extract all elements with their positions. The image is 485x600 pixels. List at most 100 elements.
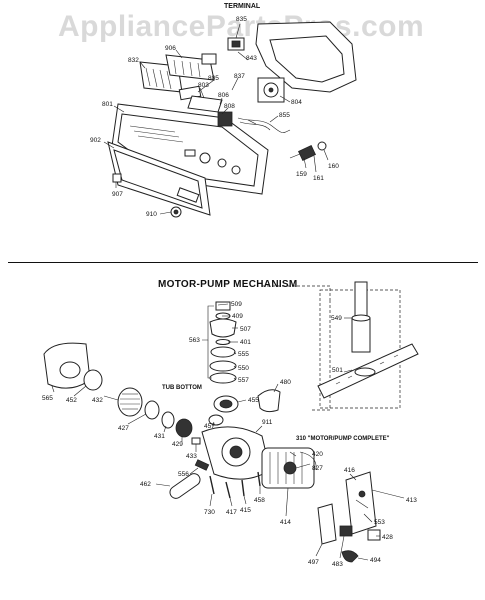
wash-tower-joint — [351, 314, 371, 322]
screw-458 — [257, 471, 261, 487]
tub-bottom-note: TUB BOTTOM — [162, 385, 202, 391]
part-401: 401 — [240, 339, 251, 346]
control-knob — [199, 152, 211, 164]
part-409: 409 — [232, 313, 243, 320]
clip-428 — [367, 529, 381, 541]
door-latch-slot — [176, 187, 200, 203]
control-knob-small — [217, 158, 227, 168]
control-panel-assembly — [107, 21, 357, 218]
small-switch — [201, 53, 217, 65]
part-457: 457 — [204, 423, 215, 430]
pump-top-455-inner — [219, 399, 233, 409]
part-910: 910 — [146, 211, 157, 218]
part-429: 429 — [172, 441, 183, 448]
gasket-555 — [210, 346, 236, 358]
part-804: 804 — [291, 99, 302, 106]
clamp-ring-452 — [83, 369, 103, 391]
seal-457 — [208, 414, 224, 426]
bracket-497 — [317, 503, 337, 545]
part-507: 507 — [240, 326, 251, 333]
part-501: 501 — [332, 367, 343, 374]
impeller-429 — [175, 418, 193, 438]
part-417: 417 — [226, 509, 237, 516]
part-808: 808 — [224, 103, 235, 110]
impeller-cover-507 — [209, 318, 237, 338]
pump-volute-hub — [229, 445, 243, 459]
screw-730 — [209, 475, 215, 495]
seal-427 — [144, 400, 160, 420]
part-553: 553 — [374, 519, 385, 526]
wire-harness-lead — [239, 121, 271, 131]
grommet-483 — [339, 525, 353, 537]
part-462: 462 — [140, 481, 151, 488]
indicator-window — [184, 149, 196, 157]
part-458: 458 — [254, 497, 265, 504]
part-906: 906 — [165, 45, 176, 52]
part-855: 855 — [279, 112, 290, 119]
part-556: 556 — [178, 471, 189, 478]
part-832: 832 — [128, 57, 139, 64]
part-730: 730 — [204, 509, 215, 516]
door-switch — [298, 144, 316, 162]
motor-lead — [299, 451, 317, 471]
clip-907 — [112, 173, 122, 183]
terminal-block-pin — [231, 40, 241, 48]
bracket-bolt — [358, 490, 366, 498]
part-563: 563 — [189, 337, 200, 344]
part-803: 803 — [198, 82, 209, 89]
part-497: 497 — [308, 559, 319, 566]
part-161: 161 — [313, 175, 324, 182]
timer-housing-inner — [269, 35, 345, 83]
top-leader-lines — [103, 23, 329, 215]
part-494: 494 — [370, 557, 381, 564]
drain-valve-480 — [257, 389, 281, 413]
rocker-switch — [187, 95, 223, 113]
part-159: 159 — [296, 171, 307, 178]
part-483: 483 — [332, 561, 343, 568]
control-knob-small-2 — [231, 165, 241, 175]
wash-tower-lower — [351, 317, 371, 353]
relay-block — [217, 111, 233, 127]
motor-pump-section-title: MOTOR-PUMP MECHANISM — [158, 279, 298, 290]
part-160: 160 — [328, 163, 339, 170]
impeller-432 — [117, 387, 143, 417]
part-835: 835 — [236, 16, 247, 23]
part-433: 433 — [186, 453, 197, 460]
part-806: 806 — [218, 92, 229, 99]
seal-557 — [209, 372, 237, 384]
dashed-leader-side — [312, 300, 331, 411]
section-divider — [8, 262, 478, 263]
drain-hose-462 — [169, 473, 201, 499]
part-555: 555 — [238, 351, 249, 358]
part-549: 549 — [331, 315, 342, 322]
part-837: 837 — [234, 73, 245, 80]
part-414: 414 — [280, 519, 291, 526]
switch-actuator — [289, 153, 301, 159]
part-431: 431 — [154, 433, 165, 440]
part-420: 420 — [312, 451, 323, 458]
motor-shaft — [283, 461, 297, 475]
filter-inlet — [59, 361, 81, 379]
part-902: 902 — [90, 137, 101, 144]
part-557: 557 — [238, 377, 249, 384]
dashed-leader-top — [262, 285, 331, 300]
part-565: 565 — [42, 395, 53, 402]
bottom-part-number-labels: 509 409 507 401 555 563 550 557 549 501 … — [42, 301, 417, 568]
washer-401 — [215, 339, 231, 345]
screw-415 — [241, 479, 245, 497]
part-452: 452 — [66, 397, 77, 404]
part-509: 509 — [231, 301, 242, 308]
wire-harness — [237, 117, 291, 133]
part-427: 427 — [118, 425, 129, 432]
part-480: 480 — [280, 379, 291, 386]
part-801: 801 — [102, 101, 113, 108]
part-805: 805 — [208, 75, 219, 82]
motor-pump-assembly — [43, 281, 419, 563]
top-part-number-labels: 835 906 832 843 837 805 803 806 801 804 … — [90, 16, 339, 218]
part-455: 455 — [248, 397, 259, 404]
bottom-leader-lines — [51, 303, 405, 561]
foot-494 — [341, 550, 359, 563]
cap-509 — [215, 301, 231, 311]
